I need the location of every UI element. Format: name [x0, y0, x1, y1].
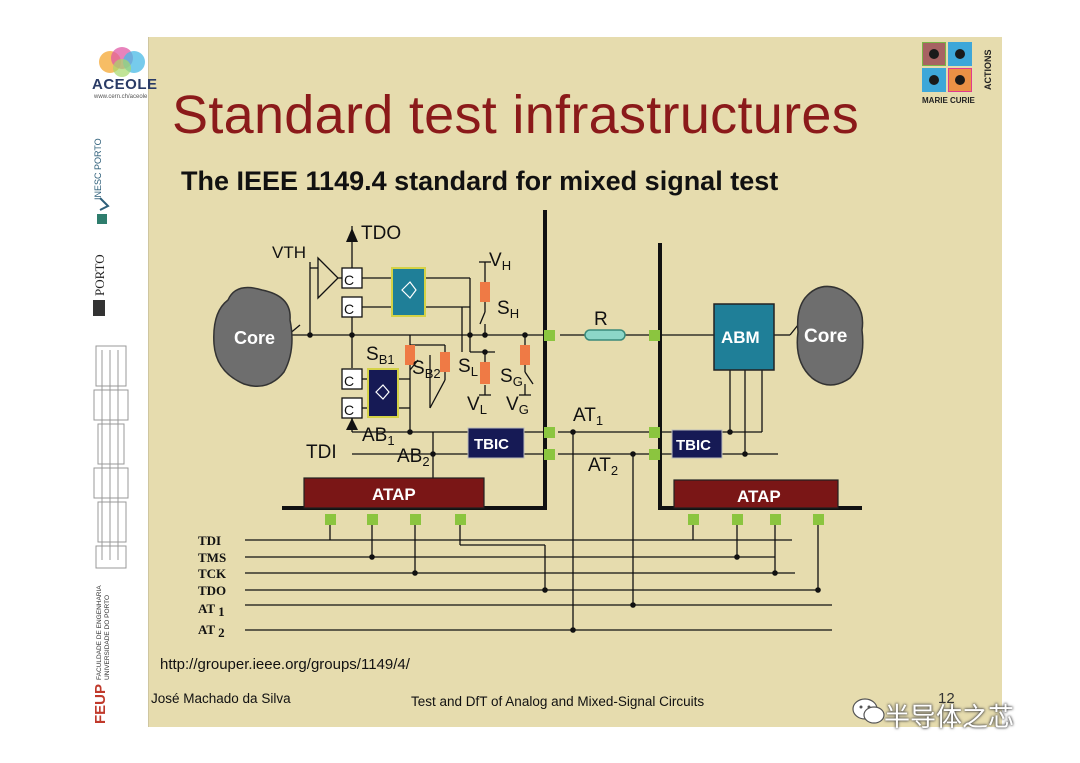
aceole-url: www.cern.ch/aceole: [94, 94, 148, 100]
aceole-logo-text: ACEOLE: [92, 76, 158, 93]
marie-curie-logo-icon: [922, 42, 972, 92]
core-right-label: Core: [804, 326, 847, 347]
sidebar-logo-strip: [78, 37, 149, 727]
atap-left-label: ATAP: [372, 485, 416, 504]
resistor-vl: [480, 362, 490, 384]
label-vg: VG: [506, 394, 529, 417]
label-tdi: TDI: [306, 442, 337, 463]
uporto-mark-icon: [93, 300, 105, 316]
footer-course: Test and DfT of Analog and Mixed-Signal …: [411, 694, 705, 709]
slide-subtitle: The IEEE 1149.4 standard for mixed signa…: [181, 166, 779, 196]
label-c4: C: [344, 402, 354, 418]
label-at1: AT1: [573, 405, 603, 428]
label-c2: C: [344, 301, 354, 317]
label-vh: VH: [489, 250, 511, 273]
resistor-sb2: [440, 352, 450, 372]
tbic-left-block: [467, 427, 525, 459]
inesc-logo-icon: [97, 197, 110, 224]
label-sb2: SB2: [412, 358, 441, 381]
bus-label-tdi: TDI: [198, 533, 221, 548]
label-vth: VTH: [272, 243, 306, 262]
label-vl: VL: [467, 394, 487, 417]
abm-block: [713, 303, 775, 371]
label-at2: AT2: [588, 455, 618, 478]
label-sh: SH: [497, 298, 519, 321]
slide-title: Standard test infrastructures: [172, 85, 860, 145]
building-sketch-icon: [93, 345, 129, 569]
core-right-blob: [796, 285, 864, 386]
wechat-icon: [852, 698, 885, 724]
label-sg: SG: [500, 366, 523, 389]
watermark-text: 半导体之芯: [884, 702, 1015, 732]
label-c1: C: [344, 272, 354, 288]
bus-label-tdo: TDO: [198, 583, 226, 598]
tbic-right-label: TBIC: [676, 437, 711, 454]
page-number: 12: [938, 690, 955, 707]
label-tdo-top: TDO: [361, 223, 401, 244]
core-left-blob: [213, 286, 293, 387]
marie-curie-label: MARIE CURIE: [922, 96, 975, 105]
bus-label-tms: TMS: [198, 550, 226, 565]
abm-label: ABM: [721, 328, 760, 347]
switch-block-top: [391, 267, 426, 317]
switch-block-bottom: [367, 368, 399, 418]
resistor-vh: [480, 282, 490, 302]
label-sb1: SB1: [366, 344, 395, 367]
atap-left-block: [303, 477, 485, 509]
label-sl: SL: [458, 356, 478, 379]
footer-author: José Machado da Silva: [151, 691, 291, 706]
label-c3: C: [344, 373, 354, 389]
aceole-logo-icon: [99, 47, 145, 77]
atap-right-block: [673, 479, 839, 509]
slide-background: [78, 37, 1002, 727]
tbic-left-label: TBIC: [474, 436, 509, 453]
bus-label-tck: TCK: [198, 566, 227, 581]
resistor-vg: [520, 345, 530, 365]
label-ab2: AB2: [397, 446, 430, 469]
label-r: R: [594, 309, 608, 330]
core-left-label: Core: [234, 328, 275, 348]
resistor-r: [584, 329, 626, 341]
atap-right-label: ATAP: [737, 487, 781, 506]
tbic-right-block: [671, 429, 723, 459]
resistor-sb1: [405, 345, 415, 365]
label-ab1: AB1: [362, 425, 395, 448]
standard-url[interactable]: http://grouper.ieee.org/groups/1149/4/: [160, 656, 410, 673]
